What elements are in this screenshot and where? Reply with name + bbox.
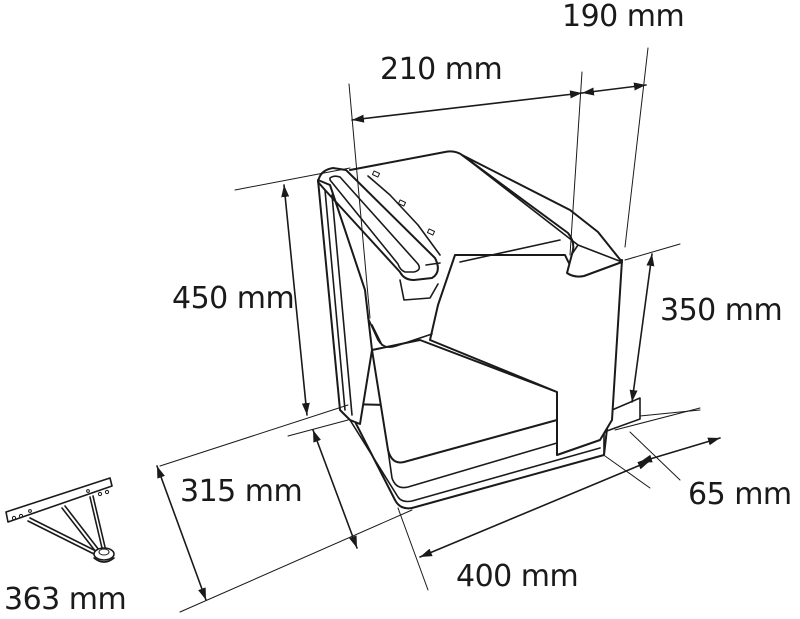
- dimension-label-450: 450 mm: [172, 281, 295, 316]
- cabinet-outline: [317, 150, 641, 510]
- dimension-label-65: 65 mm: [688, 477, 792, 512]
- dimension-label-350: 350 mm: [660, 293, 783, 328]
- mounting-bracket: [5, 477, 115, 563]
- dimension-label-190: 190 mm: [562, 0, 685, 34]
- dimension-label-400: 400 mm: [456, 559, 579, 594]
- dimension-label-210: 210 mm: [380, 52, 503, 87]
- dimension-label-363: 363 mm: [4, 582, 127, 617]
- dimension-label-315: 315 mm: [180, 474, 303, 509]
- dimension-arrows: [156, 82, 721, 601]
- extension-lines: [159, 47, 701, 613]
